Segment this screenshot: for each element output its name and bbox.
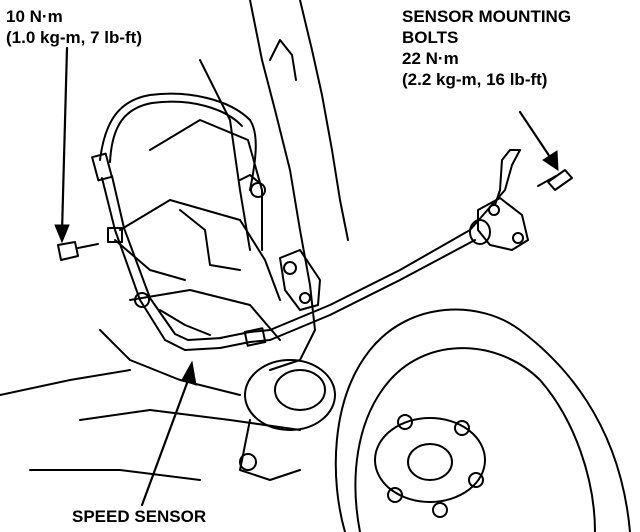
cable-clips bbox=[107, 182, 267, 347]
sensor-cable bbox=[101, 149, 521, 351]
wheel-hub bbox=[239, 359, 336, 481]
bolt-torque-conversion: (1.0 kg-m, 7 lb-ft) bbox=[6, 28, 143, 47]
bolt-torque-value: 10 N·m bbox=[6, 7, 63, 26]
brake-hose bbox=[91, 92, 257, 191]
speed-sensor-leader-arrow bbox=[140, 360, 197, 507]
sensor-bolts-label: SENSOR MOUNTING BOLTS 22 N·m (2.2 kg-m, … bbox=[402, 6, 571, 90]
bolt-leader-arrow bbox=[54, 46, 70, 244]
brake-disc bbox=[334, 308, 631, 532]
sensor-bolt-leader-arrow bbox=[518, 110, 559, 171]
steering-knuckle bbox=[0, 0, 349, 481]
speed-sensor-label: SPEED SENSOR bbox=[72, 507, 207, 526]
mounting-bolt bbox=[57, 169, 573, 261]
speed-sensor-body bbox=[469, 197, 529, 251]
sensor-bolts-title-cont: BOLTS bbox=[402, 28, 459, 47]
sensor-bolts-title: SENSOR MOUNTING bbox=[402, 7, 572, 26]
bolt-torque-label: 10 N·m (1.0 kg-m, 7 lb-ft) bbox=[6, 6, 142, 48]
sensor-bracket bbox=[279, 249, 321, 311]
sensor-bolts-torque-conversion: (2.2 kg-m, 16 lb-ft) bbox=[402, 70, 548, 89]
sensor-bolts-torque-value: 22 N·m bbox=[402, 49, 459, 68]
